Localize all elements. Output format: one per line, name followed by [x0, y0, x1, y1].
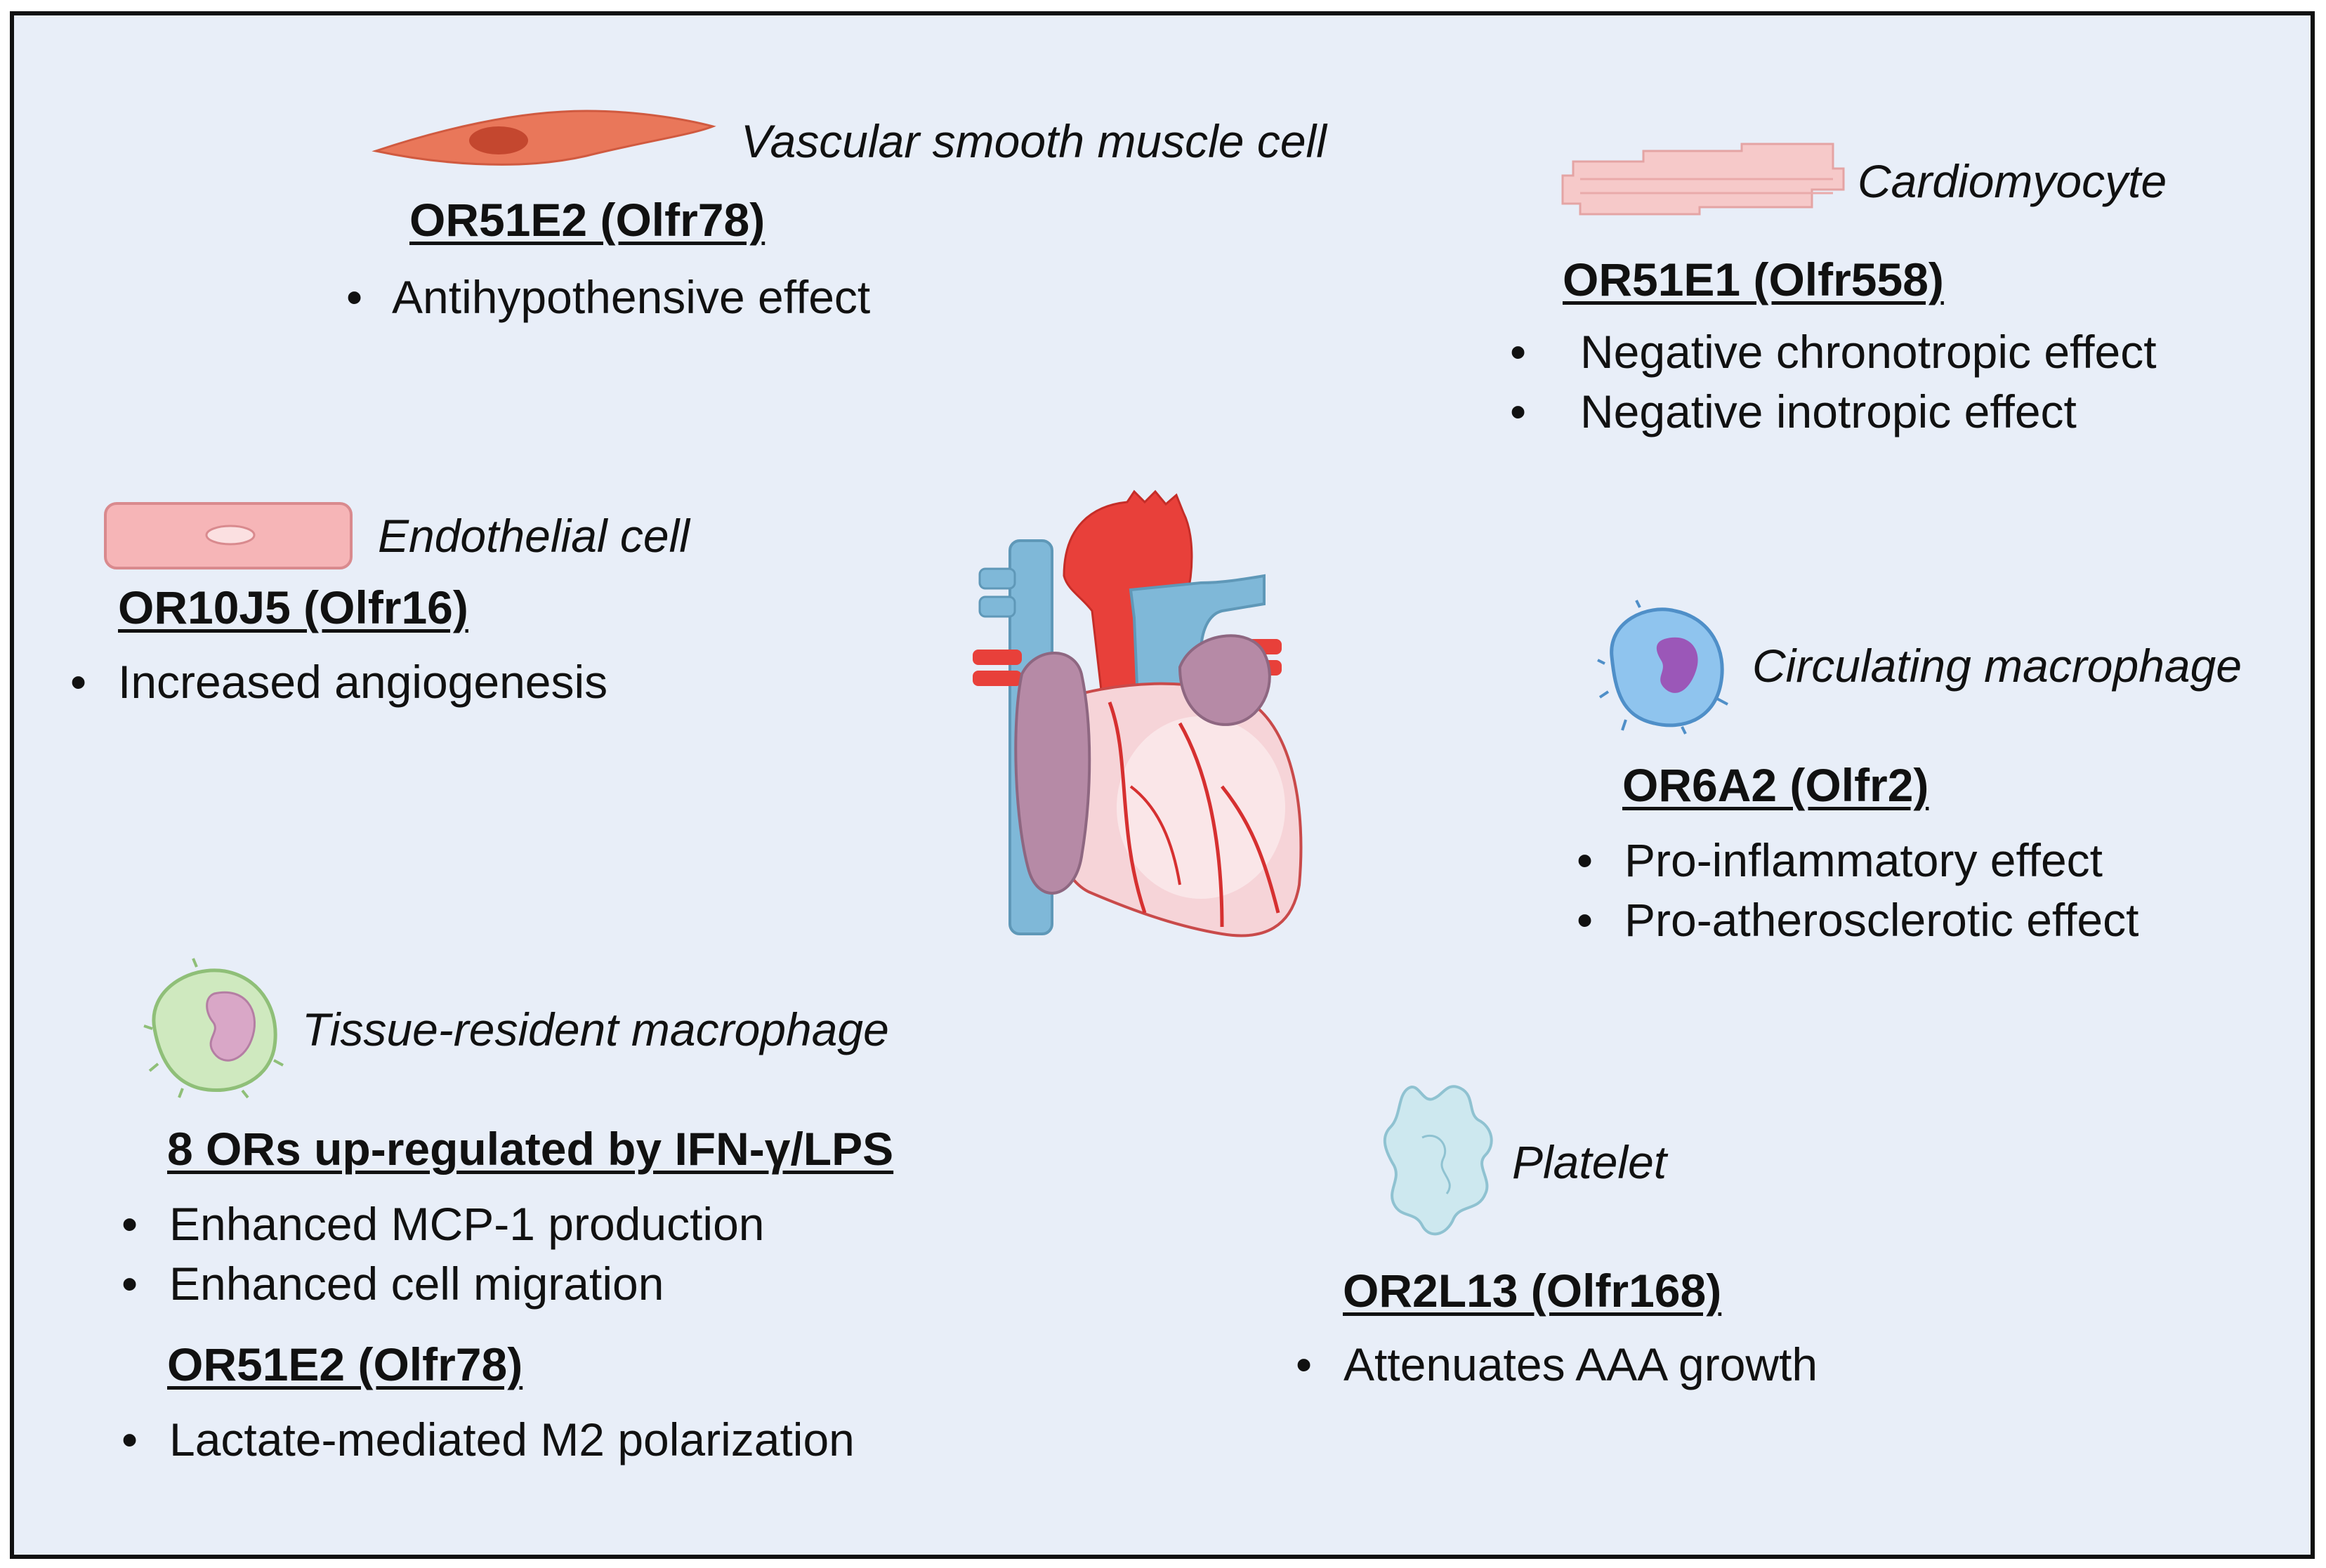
platelet-label: Platelet	[1512, 1136, 1667, 1188]
cardiomyocyte-label: Cardiomyocyte	[1858, 155, 2167, 207]
tissue-macrophage-gene: 8 ORs up-regulated by IFN-γ/LPS	[167, 1123, 894, 1175]
vsmc-gene: OR51E2 (Olfr78)	[409, 194, 766, 246]
tissue-macrophage-effect-text: Enhanced cell migration	[169, 1258, 664, 1310]
endothelial-label: Endothelial cell	[378, 510, 690, 562]
endothelial-gene: OR10J5 (Olfr16)	[118, 581, 468, 633]
platelet-gene: OR2L13 (Olfr168)	[1343, 1265, 1722, 1317]
cardiomyocyte-icon	[1561, 143, 1845, 216]
cardiomyocyte-effect-text: Negative chronotropic effect	[1580, 326, 2157, 378]
tissue-macrophage-icon	[143, 958, 284, 1099]
cardiomyocyte-effect-text: Negative inotropic effect	[1580, 386, 2077, 437]
circulating-macrophage-gene: OR6A2 (Olfr2)	[1622, 759, 1929, 811]
bullet: •	[1577, 834, 1594, 886]
bullet: •	[1577, 894, 1594, 946]
endothelial-cell-icon	[104, 502, 353, 569]
platelet-effect-text: Attenuates AAA growth	[1343, 1338, 1818, 1390]
bullet: •	[121, 1258, 138, 1310]
circulating-macrophage-effect-text: Pro-atherosclerotic effect	[1624, 894, 2139, 946]
bullet: •	[121, 1198, 138, 1250]
bullet: •	[70, 656, 87, 708]
vsmc-label: Vascular smooth muscle cell	[741, 115, 1327, 167]
circulating-macrophage-effect-text: Pro-inflammatory effect	[1624, 834, 2103, 886]
vsmc-effect-text: Antihypothensive effect	[392, 271, 871, 323]
bullet: •	[346, 271, 363, 323]
heart-icon	[973, 489, 1303, 937]
tissue-macrophage-effect-text: Lactate-mediated M2 polarization	[169, 1414, 855, 1465]
endothelial-effect-text: Increased angiogenesis	[118, 656, 608, 708]
smooth-muscle-cell-icon	[372, 110, 716, 166]
bullet: •	[121, 1414, 138, 1465]
platelet-icon	[1383, 1085, 1493, 1236]
tissue-macrophage-gene-2: OR51E2 (Olfr78)	[167, 1338, 523, 1390]
tissue-macrophage-label: Tissue-resident macrophage	[302, 1003, 889, 1055]
bullet: •	[1296, 1338, 1313, 1390]
bullet: •	[1510, 326, 1527, 378]
tissue-macrophage-effect-text: Enhanced MCP-1 production	[169, 1198, 765, 1250]
circulating-macrophage-icon	[1597, 600, 1728, 734]
bullet: •	[1510, 386, 1527, 437]
circulating-macrophage-label: Circulating macrophage	[1752, 640, 2242, 692]
cardiomyocyte-gene: OR51E1 (Olfr558)	[1563, 253, 1944, 305]
